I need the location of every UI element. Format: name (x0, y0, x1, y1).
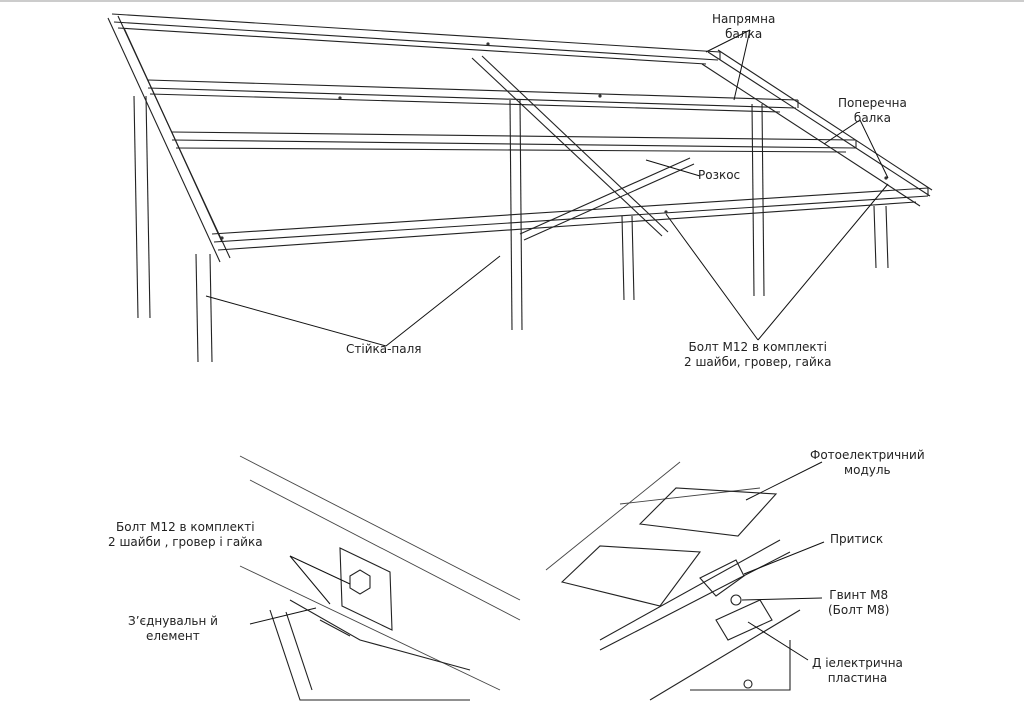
clamp-part (699, 559, 745, 597)
label-clamp: Притиск (830, 532, 884, 546)
label-guide-beam: Напрямна балка (712, 12, 776, 41)
brace-diagonal-1 (471, 55, 669, 237)
solar-frame-structure (107, 13, 933, 363)
post-back-left (133, 95, 151, 319)
pv-cells (560, 487, 778, 607)
clamp-detail (545, 461, 801, 701)
bolt-dots (220, 42, 888, 240)
guide-beam-1 (111, 13, 721, 65)
label-bolt-top: Болт М12 в комплекті 2 шайби, гровер, га… (684, 340, 832, 369)
right-cross-beam (701, 49, 933, 207)
post-front-right (873, 205, 889, 269)
label-connector: З’єднувальн й елемент (128, 614, 218, 643)
guide-beam-2 (147, 79, 799, 113)
label-pv-module: Фотоелектричний модуль (810, 448, 925, 477)
left-cross-beam (107, 15, 231, 263)
leader-lines-bottom-right (741, 461, 825, 661)
label-brace: Розкос (698, 168, 741, 182)
post-middle (509, 99, 523, 331)
post-front-left (195, 253, 213, 363)
post-back-right (751, 103, 765, 297)
leader-lines-bottom-left (249, 555, 351, 625)
guide-beam-3 (171, 131, 857, 153)
brace-diagonal-2 (519, 157, 695, 241)
bolt-head (349, 569, 371, 595)
label-post-pile: Стійка-паля (346, 342, 422, 356)
label-bolt-bottom: Болт М12 в комплекті 2 шайби , гровер і … (108, 520, 263, 549)
connector-detail (239, 455, 521, 701)
leader-lines-top (205, 29, 889, 347)
label-dielectric: Д іелектрична пластина (812, 656, 903, 685)
post-middle-front (621, 215, 635, 301)
label-screw: Гвинт М8 (Болт М8) (828, 588, 890, 617)
label-cross-beam: Поперечна балка (838, 96, 907, 125)
